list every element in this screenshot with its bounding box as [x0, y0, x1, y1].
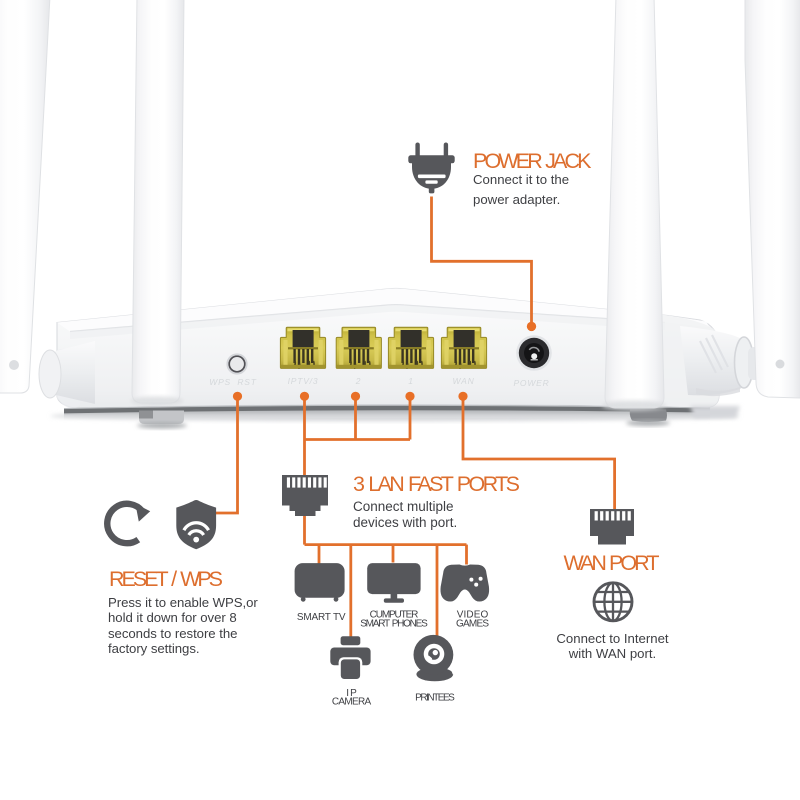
- svg-text:WAN PORT: WAN PORT: [564, 551, 660, 575]
- svg-text:IP: IP: [346, 688, 357, 699]
- svg-text:POWER: POWER: [513, 378, 549, 388]
- svg-text:SMART PHONES: SMART PHONES: [360, 619, 428, 630]
- svg-text:CAMERA: CAMERA: [332, 697, 372, 708]
- svg-text:WAN: WAN: [452, 376, 474, 386]
- svg-text:RESET / WPS: RESET / WPS: [109, 567, 223, 591]
- svg-text:IPTV/3: IPTV/3: [288, 376, 319, 386]
- svg-text:GAMES: GAMES: [456, 619, 489, 630]
- svg-text:VIDEO: VIDEO: [457, 609, 489, 620]
- svg-text:SMART TV: SMART TV: [297, 612, 346, 623]
- svg-text:WPS RST: WPS RST: [209, 377, 257, 387]
- svg-text:CUMPUTER: CUMPUTER: [370, 609, 419, 620]
- svg-text:2: 2: [355, 376, 362, 386]
- svg-text:POWER JACK: POWER JACK: [473, 149, 592, 173]
- svg-text:PRINTEES: PRINTEES: [415, 693, 455, 704]
- svg-text:3 LAN FAST PORTS: 3 LAN FAST PORTS: [353, 472, 520, 496]
- svg-text:1: 1: [408, 376, 414, 386]
